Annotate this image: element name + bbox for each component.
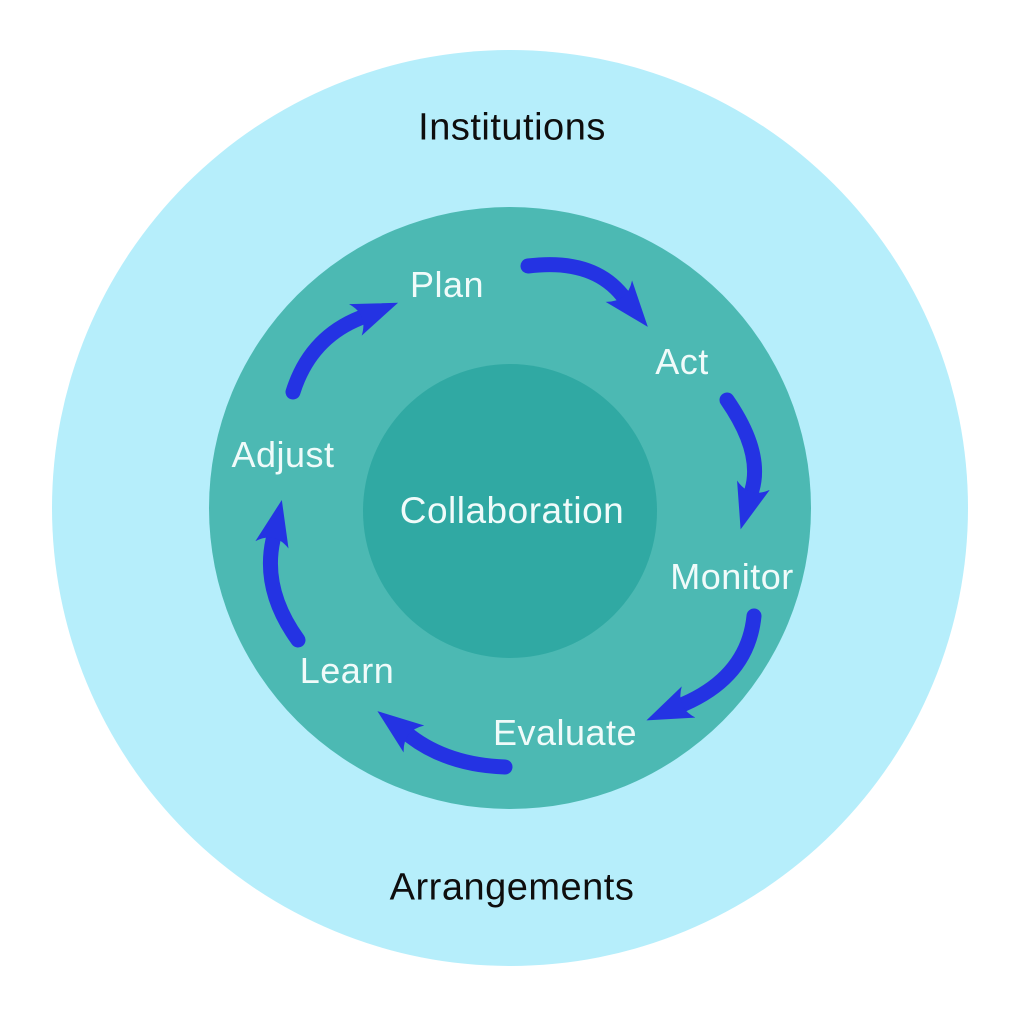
arrow-monitor-to-evaluate-icon	[646, 608, 762, 721]
arrow-evaluate-to-learn-icon	[377, 711, 513, 775]
inner-circle-collaboration	[363, 364, 657, 658]
cycle-step-learn: Learn	[299, 650, 395, 691]
center-label-collaboration: Collaboration	[399, 490, 625, 531]
cycle-step-evaluate: Evaluate	[492, 712, 638, 753]
arrow-adjust-to-plan-icon	[285, 302, 399, 400]
arrow-plan-to-act-icon	[520, 257, 648, 327]
arrow-learn-to-adjust-icon	[255, 499, 306, 648]
arrow-act-to-monitor-icon	[719, 392, 770, 530]
cycle-step-adjust: Adjust	[231, 434, 335, 475]
cycle-step-plan: Plan	[409, 264, 485, 305]
cycle-step-monitor: Monitor	[670, 556, 794, 597]
outer-ring-label-arrangements: Arrangements	[389, 866, 635, 909]
cycle-arrows	[255, 257, 770, 775]
cycle-step-act: Act	[655, 341, 709, 382]
outer-ring-label-institutions: Institutions	[418, 106, 606, 149]
